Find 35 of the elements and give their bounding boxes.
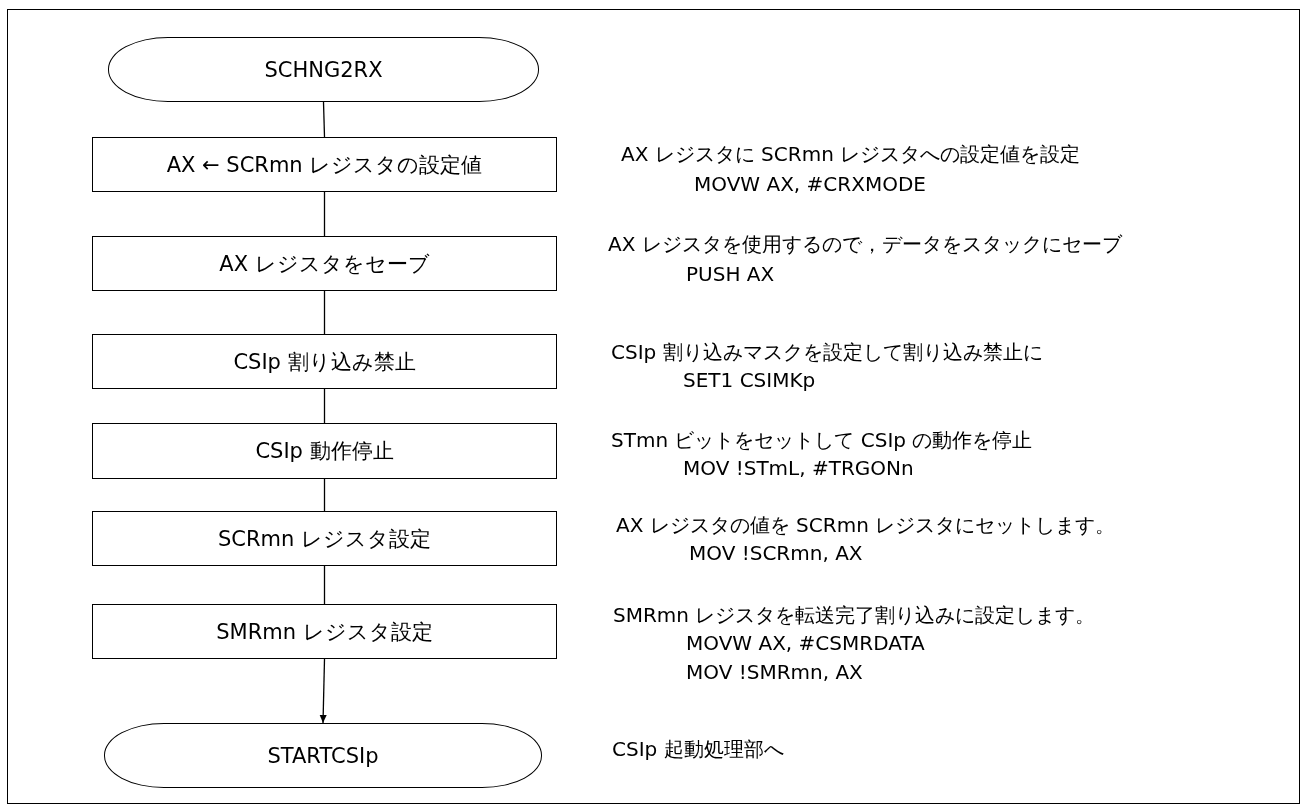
code-line: MOVW AX, #CRXMODE xyxy=(694,172,926,196)
comment-text: STmn ビットをセットして CSIp の動作を停止 xyxy=(611,427,1033,454)
node-label: SCRmn レジスタ設定 xyxy=(218,525,431,553)
node-label: CSIp 割り込み禁止 xyxy=(233,348,416,376)
comment-text: AX レジスタの値を SCRmn レジスタにセットします。 xyxy=(616,512,1116,539)
arrow xyxy=(319,658,327,724)
comment-text: AX レジスタを使用するので，データをスタックにセーブ xyxy=(608,231,1122,258)
comment-text: AX レジスタに SCRmn レジスタへの設定値を設定 xyxy=(621,141,1081,168)
node-label: AX レジスタをセーブ xyxy=(219,250,430,278)
process-box xyxy=(92,423,557,479)
connector-line xyxy=(323,478,326,512)
comment-text: CSIp 起動処理部へ xyxy=(612,736,784,763)
connector-line xyxy=(323,290,326,335)
comment-text: SMRmn レジスタを転送完了割り込みに設定します。 xyxy=(613,602,1096,629)
node-label: CSIp 動作停止 xyxy=(255,438,394,465)
code-line: MOVW AX, #CSMRDATA xyxy=(686,631,925,655)
node-label: SCHNG2RX xyxy=(264,57,383,82)
comment-text: CSIp 割り込みマスクを設定して割り込み禁止に xyxy=(611,339,1043,366)
process-box xyxy=(92,511,557,566)
node-label: STARTCSIp xyxy=(267,743,379,768)
code-line: MOV !SCRmn, AX xyxy=(689,541,863,565)
connector-line xyxy=(323,191,326,237)
process-box xyxy=(92,334,557,389)
node-label: AX ← SCRmn レジスタの設定値 xyxy=(166,151,483,179)
code-line: SET1 CSIMKp xyxy=(683,368,816,392)
code-line: MOV !SMRmn, AX xyxy=(686,660,863,684)
code-line: PUSH AX xyxy=(686,262,775,286)
connector-line xyxy=(323,565,326,605)
connector-line xyxy=(323,388,326,424)
node-label: SMRmn レジスタ設定 xyxy=(216,618,433,646)
code-line: MOV !STmL, #TRGONn xyxy=(683,456,914,480)
connector-line xyxy=(322,101,326,138)
process-box xyxy=(92,137,557,192)
process-box xyxy=(92,236,557,291)
process-box xyxy=(92,604,557,659)
